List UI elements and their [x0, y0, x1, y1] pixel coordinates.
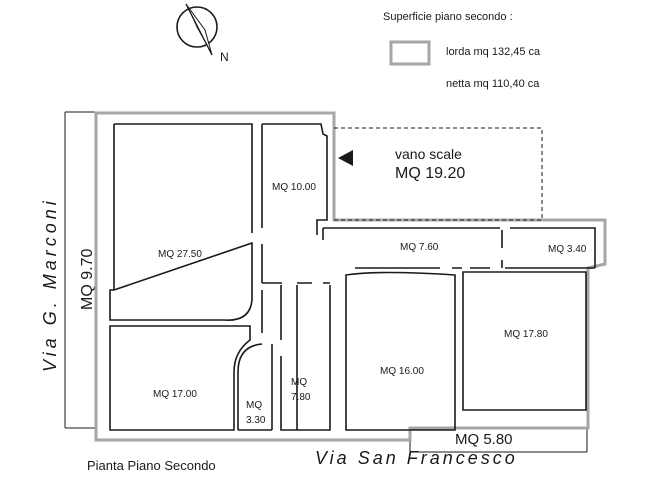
stair-label: vano scale [395, 146, 462, 162]
street-left: Via G. Marconi [40, 197, 60, 372]
legend-lorda: lorda mq 132,45 ca [446, 46, 541, 58]
room-3-40: MQ 3.40 [548, 244, 587, 255]
stair-area: MQ 19.20 [395, 165, 465, 182]
stair-outline [334, 127, 543, 221]
balcony-left-area: MQ 9.70 [79, 249, 96, 310]
street-bottom: Via San Francesco [315, 448, 518, 468]
room-3-30-b: 3.30 [246, 415, 266, 426]
room-7-80-a: MQ [291, 377, 307, 388]
room-10-00: MQ 10.00 [272, 182, 316, 193]
legend-netta: netta mq 110,40 ca [446, 78, 540, 90]
room-walls [109, 123, 596, 431]
balcony-bottom-area: MQ 5.80 [455, 431, 513, 448]
balcony-left [64, 111, 97, 429]
room-7-60: MQ 7.60 [400, 242, 439, 253]
room-27-50: MQ 27.50 [158, 249, 202, 260]
room-17-80: MQ 17.80 [504, 329, 548, 340]
compass-label: N [220, 50, 229, 64]
stair-arrow-icon [338, 150, 353, 166]
room-3-30-a: MQ [246, 400, 262, 411]
plan-title: Pianta Piano Secondo [87, 458, 216, 473]
room-17-00: MQ 17.00 [153, 389, 197, 400]
north-arrow-icon: N [176, 3, 229, 64]
room-16-00: MQ 16.00 [380, 366, 424, 377]
room-7-80-b: 7.80 [291, 392, 311, 403]
legend-swatch [389, 40, 431, 66]
legend-title: Superficie piano secondo : [383, 11, 513, 23]
